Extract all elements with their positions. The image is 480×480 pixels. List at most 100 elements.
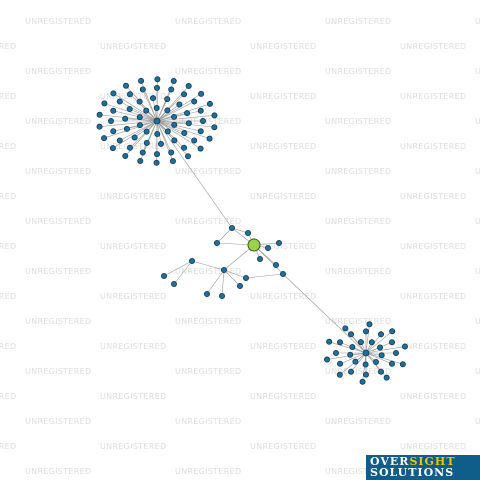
graph-node	[169, 158, 176, 165]
watermark-text: UNREGISTERED	[250, 292, 316, 301]
logo-word-solutions: SOLUTIONS	[370, 466, 455, 479]
graph-node	[150, 95, 157, 102]
watermark-text: UNREGISTERED	[475, 267, 480, 276]
graph-edge	[163, 260, 193, 277]
graph-edge	[113, 93, 158, 122]
watermark-text: UNREGISTERED	[250, 92, 316, 101]
watermark-text: UNREGISTERED	[250, 192, 316, 201]
graph-node	[401, 343, 408, 350]
graph-node	[168, 149, 175, 156]
graph-node	[110, 90, 117, 97]
logo-word-over: OVER	[370, 455, 410, 468]
watermark-text: UNREGISTERED	[175, 267, 241, 276]
graph-edge	[156, 120, 210, 139]
graph-edge	[282, 273, 367, 354]
graph-edge	[103, 120, 158, 139]
watermark-text: UNREGISTERED	[400, 342, 466, 351]
graph-node	[109, 145, 116, 152]
watermark-text: UNREGISTERED	[100, 292, 166, 301]
graph-node	[191, 137, 198, 144]
watermark-text: UNREGISTERED	[25, 367, 91, 376]
watermark-text: UNREGISTERED	[400, 92, 466, 101]
watermark-text: UNREGISTERED	[0, 92, 16, 101]
graph-node	[332, 349, 339, 356]
graph-node	[349, 343, 356, 350]
watermark-text: UNREGISTERED	[325, 467, 391, 476]
graph-node	[122, 152, 129, 159]
graph-node	[164, 107, 171, 114]
graph-node	[211, 112, 218, 119]
watermark-text: UNREGISTERED	[475, 317, 480, 326]
watermark-text: UNREGISTERED	[400, 42, 466, 51]
graph-edge	[365, 352, 393, 365]
graph-edge	[99, 120, 158, 127]
graph-edge	[156, 120, 201, 132]
graph-edge	[223, 269, 247, 279]
graph-node	[138, 77, 145, 84]
watermark-text: UNREGISTERED	[400, 292, 466, 301]
graph-edge	[129, 120, 158, 149]
watermark-text: UNREGISTERED	[400, 242, 466, 251]
watermark-text: UNREGISTERED	[0, 392, 16, 401]
graph-edge	[119, 120, 158, 141]
graph-edge	[119, 101, 158, 122]
graph-node	[218, 292, 225, 299]
focus-node	[247, 238, 261, 252]
watermark-text: UNREGISTERED	[325, 317, 391, 326]
watermark-text: UNREGISTERED	[25, 467, 91, 476]
watermark-text: UNREGISTERED	[175, 417, 241, 426]
graph-edge	[329, 341, 367, 354]
graph-node	[131, 134, 138, 141]
watermark-text: UNREGISTERED	[175, 167, 241, 176]
graph-edge	[223, 269, 241, 287]
watermark-text: UNREGISTERED	[175, 317, 241, 326]
graph-edge	[156, 103, 211, 122]
graph-node	[136, 98, 143, 105]
graph-node	[197, 128, 204, 135]
graph-edge	[104, 103, 158, 122]
graph-edge	[156, 120, 215, 128]
graph-node	[108, 118, 115, 125]
graph-node	[199, 118, 206, 125]
graph-node	[157, 140, 164, 147]
graph-node	[143, 107, 150, 114]
logo-word-sight: SIGHT	[409, 455, 456, 468]
graph-node	[236, 282, 243, 289]
graph-node	[143, 139, 150, 146]
graph-node	[197, 145, 204, 152]
graph-node	[153, 151, 160, 158]
graph-node	[198, 90, 205, 97]
graph-edge	[326, 352, 367, 360]
graph-node	[191, 98, 198, 105]
watermark-text: UNREGISTERED	[250, 392, 316, 401]
watermark-text: UNREGISTERED	[325, 67, 391, 76]
graph-edge	[156, 101, 195, 122]
watermark-layer: UNREGISTERED UNREGISTERED UNREGISTERED UNRE…	[0, 17, 480, 476]
graph-node	[197, 107, 204, 114]
graph-node	[171, 113, 178, 120]
graph-node	[352, 358, 359, 365]
graph-node	[336, 371, 343, 378]
watermark-text: UNREGISTERED	[100, 142, 166, 151]
watermark-text: UNREGISTERED	[175, 17, 241, 26]
watermark-text: UNREGISTERED	[400, 192, 466, 201]
graph-node	[110, 128, 117, 135]
watermark-text: UNREGISTERED	[475, 67, 480, 76]
watermark-text: UNREGISTERED	[325, 267, 391, 276]
graph-node	[168, 86, 175, 93]
graph-node	[372, 359, 379, 366]
watermark-text: UNREGISTERED	[325, 367, 391, 376]
graph-node	[383, 374, 390, 381]
watermark-text: UNREGISTERED	[100, 42, 166, 51]
graph-node	[184, 110, 191, 117]
graph-node	[362, 371, 369, 378]
graph-edge	[339, 352, 367, 365]
graph-edge	[129, 93, 158, 122]
graph-node	[116, 137, 123, 144]
graph-edge	[191, 260, 225, 271]
graph-edge	[216, 227, 233, 244]
watermark-text: UNREGISTERED	[175, 467, 241, 476]
graph-node	[206, 100, 213, 107]
watermark-text: UNREGISTERED	[25, 417, 91, 426]
watermark-text: UNREGISTERED	[0, 42, 16, 51]
